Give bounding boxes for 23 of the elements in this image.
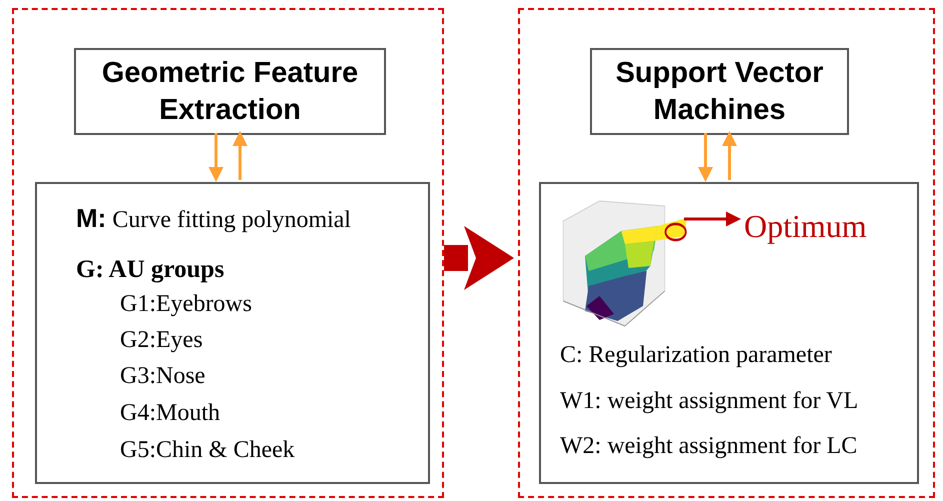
dashed-group-frame	[518, 8, 935, 498]
process-box: Geometric Feature Extraction	[74, 48, 386, 135]
heading-text: C: Regularization parameter	[560, 342, 832, 369]
content-box	[539, 182, 919, 484]
heading-text: G: AU groups	[76, 256, 224, 284]
process-box: Support Vector Machines	[590, 48, 849, 135]
list-item: G3:Nose	[120, 363, 206, 390]
list-item: G5:Chin & Cheek	[120, 437, 295, 464]
callout-label: Optimum	[744, 207, 872, 245]
arrow	[722, 131, 737, 180]
list-item: G2:Eyes	[120, 327, 203, 354]
list-item: W1: weight assignment for VL	[560, 388, 858, 415]
content-box	[35, 182, 430, 484]
list-item: G1:Eyebrows	[120, 291, 252, 318]
arrow	[232, 131, 248, 180]
list-item: W2: weight assignment for LC	[560, 433, 858, 460]
heading-text: M: Curve fitting polynomial	[76, 203, 351, 234]
list-item: G4:Mouth	[120, 400, 220, 427]
dashed-group-frame	[12, 8, 444, 498]
arrow	[208, 133, 224, 182]
arrow	[698, 133, 713, 182]
block-arrow	[444, 226, 514, 290]
arrow	[684, 212, 741, 226]
